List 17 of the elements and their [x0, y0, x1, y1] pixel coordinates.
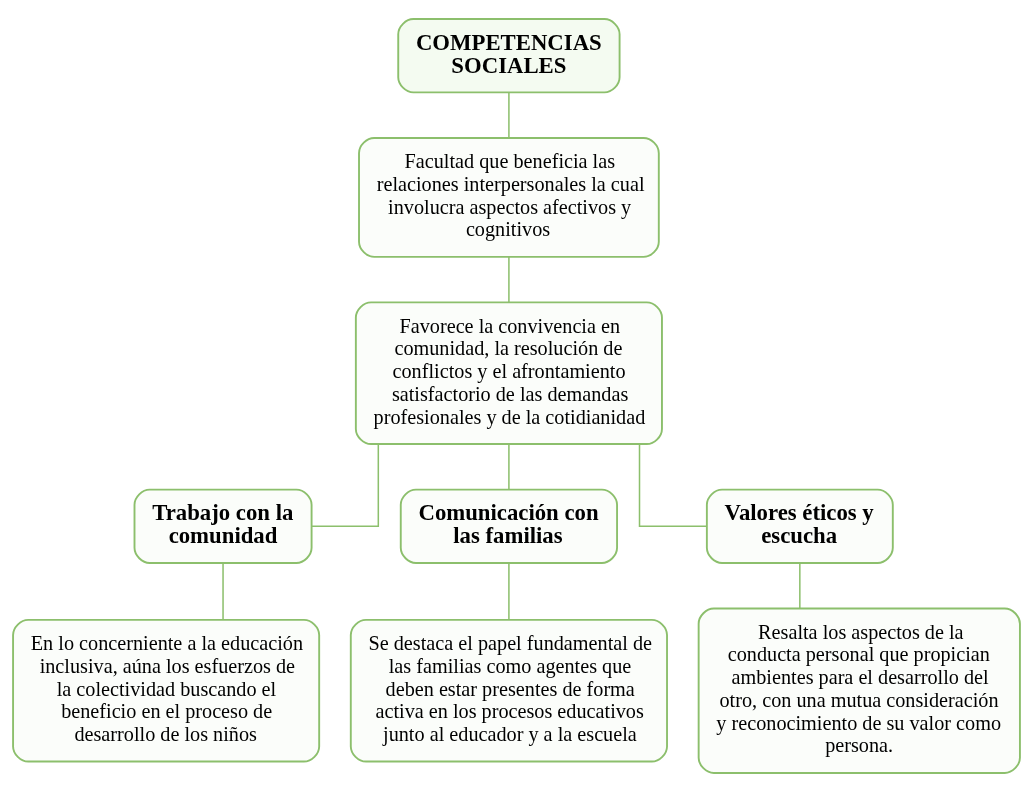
connector — [508, 91, 510, 138]
connector — [799, 561, 801, 609]
node-box: COMPETENCIAS SOCIALES — [397, 17, 621, 93]
node-box: Resalta los aspectos de la conducta personal que propician ambientes para el desarrollo del otro, con una mutua consideración y reconocimiento de su valor como persona. — [697, 607, 1021, 774]
connector — [222, 561, 224, 620]
connector — [638, 443, 708, 527]
node-box: Trabajo con la comunidad — [133, 488, 313, 564]
node-box: Valores éticos y escucha — [705, 488, 894, 564]
connector — [508, 255, 510, 303]
node-box: Comunicación con las familias — [399, 488, 618, 564]
node-box: Facultad que beneficia las relaciones interpersonales la cual involucra aspectos afectivos y cognitivos — [358, 136, 660, 258]
connector — [508, 443, 510, 490]
node-box: En lo concerniente a la educación inclusiva, aúna los esfuerzos de la colectividad buscando el beneficio en el proceso de desarrollo de los niños — [12, 618, 321, 762]
node-box: Favorece la convivencia en comunidad, la resolución de conflictos y el afrontamiento satisfactorio de las demandas profesionales y de la cotidianidad — [354, 300, 663, 445]
connector — [508, 561, 510, 620]
node-box: Se destaca el papel fundamental de las familias como agentes que deben estar presentes de forma activa en los procesos educativos junto al educador y a la escuela — [349, 618, 668, 762]
connector — [311, 443, 380, 527]
